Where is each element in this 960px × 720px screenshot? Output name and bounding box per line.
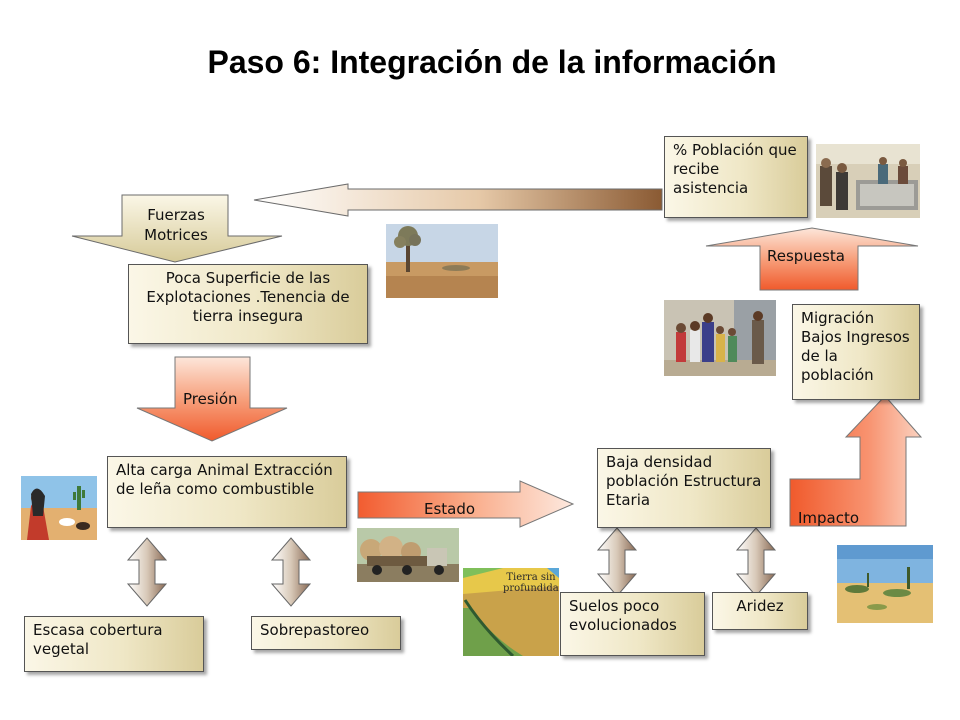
suelos-box: Suelos poco evolucionados — [560, 592, 705, 656]
fuerzas-arrow — [71, 194, 283, 263]
desert-landscape-photo — [837, 545, 933, 623]
herder-illustration — [21, 476, 97, 540]
baja-densidad-box: Baja densidad población Estructura Etari… — [597, 448, 771, 528]
dry-tree-photo — [386, 224, 498, 298]
alta-carga-box: Alta carga Animal Extracción de leña com… — [107, 456, 347, 528]
impacto-arrow — [789, 395, 923, 527]
sobrepastoreo-box: Sobrepastoreo — [251, 616, 401, 650]
soil-image-caption: Tierra sin profundidad — [503, 572, 559, 594]
presion-arrow — [136, 356, 288, 442]
soil-illustration: Tierra sin profundidad — [463, 568, 559, 656]
aridez-box: Aridez — [712, 592, 808, 630]
double-arrow-suelos — [596, 527, 638, 597]
presion-label: Presión — [183, 390, 238, 408]
migracion-box: Migración Bajos Ingresos de la población — [792, 304, 920, 400]
family-photo — [664, 300, 776, 376]
respuesta-arrow — [705, 227, 919, 291]
log-truck-photo — [357, 528, 459, 582]
estado-arrow — [357, 480, 575, 528]
impacto-label: Impacto — [798, 509, 860, 527]
double-arrow-escasa — [126, 537, 168, 607]
estado-label: Estado — [424, 500, 476, 518]
feedback-arrow — [253, 183, 663, 217]
poblacion-asistencia-box: % Población que recibe asistencia — [664, 136, 808, 218]
people-working-photo — [816, 144, 920, 218]
double-arrow-sobrepastoreo — [270, 537, 312, 607]
double-arrow-aridez — [735, 527, 777, 597]
poca-superficie-box: Poca Superficie de las Explotaciones .Te… — [128, 264, 368, 344]
respuesta-label: Respuesta — [767, 247, 845, 265]
fuerzas-motrices-label: Fuerzas Motrices — [144, 206, 208, 244]
page-title: Paso 6: Integración de la información — [207, 44, 777, 80]
escasa-cobertura-box: Escasa cobertura vegetal — [24, 616, 204, 672]
